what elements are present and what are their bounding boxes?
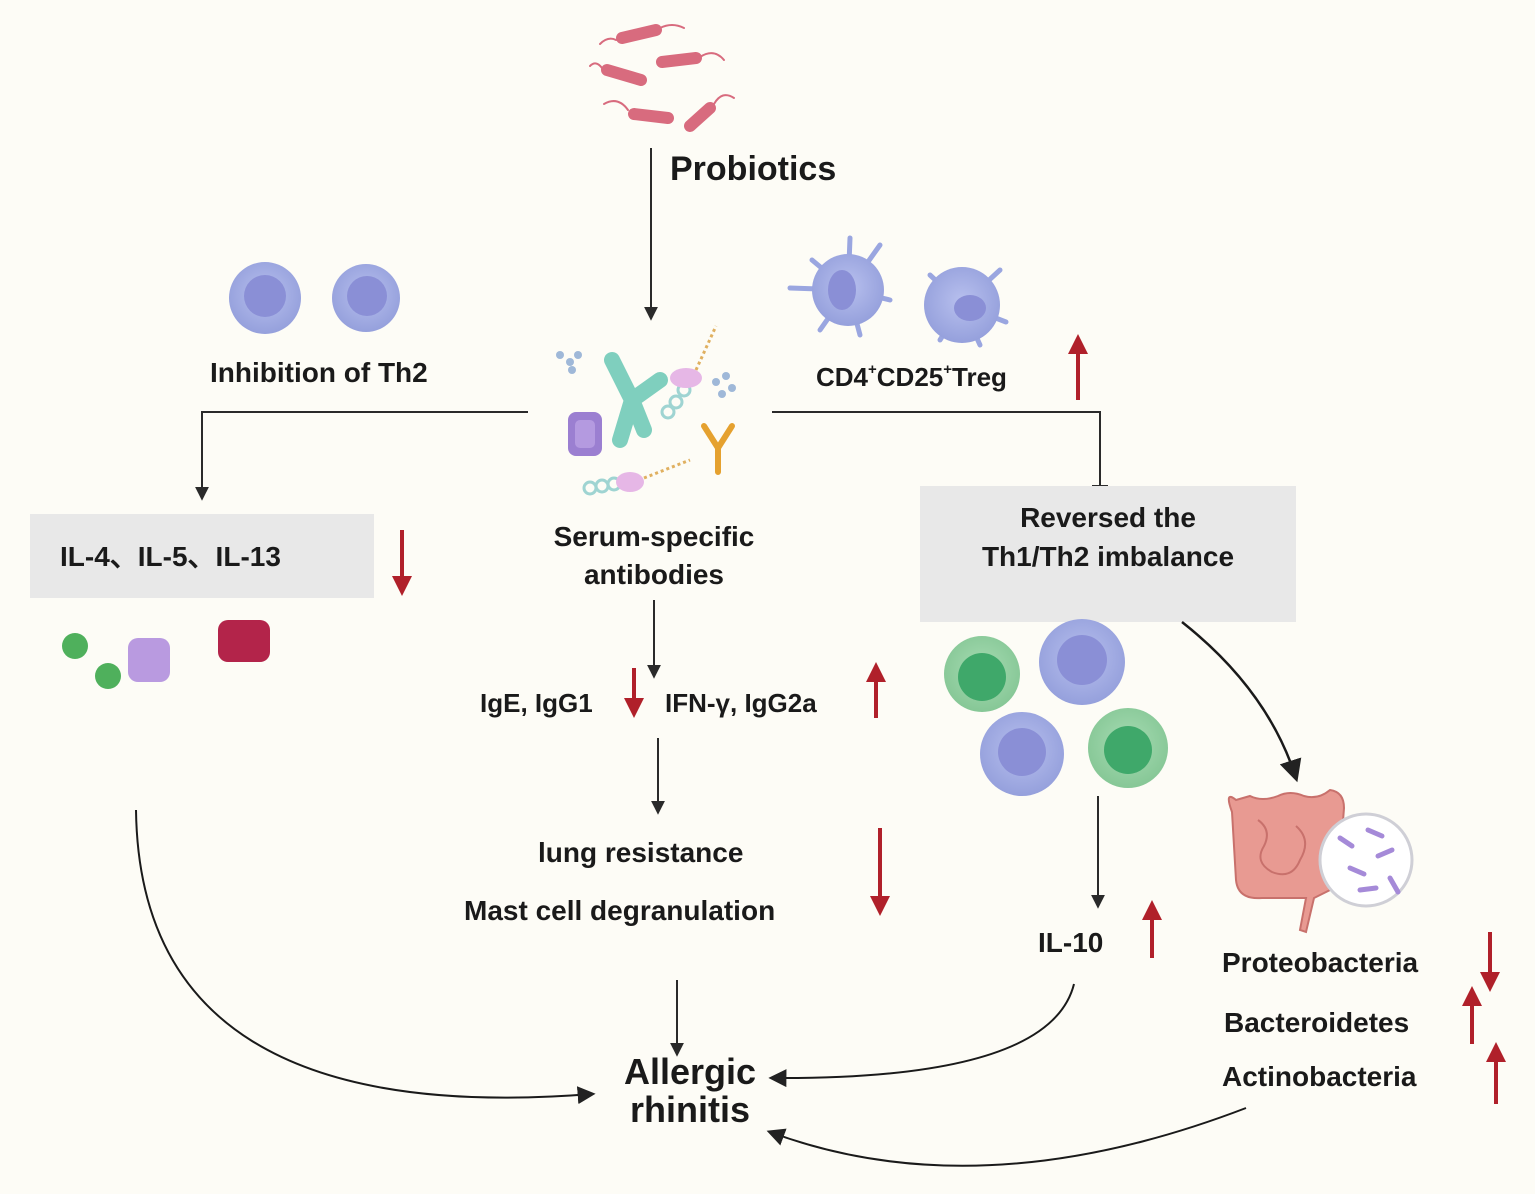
arrow-microbiota-to-rhinitis	[766, 1107, 1247, 1167]
arrow-th2-to-rhinitis	[135, 809, 596, 1105]
microbiota-magnifier-icon	[1318, 812, 1414, 908]
imbalance-line2: Th1/Th2 imbalance	[982, 541, 1234, 572]
microbiota-proteobacteria: Proteobacteria	[1222, 947, 1418, 978]
th1-th2-cells-icon	[944, 619, 1168, 796]
inhibit-to-imbalance	[772, 411, 1101, 486]
imbalance-line1: Reversed the	[1020, 502, 1196, 533]
antibodies-label-line2: antibodies	[584, 559, 724, 590]
imbalance-box	[920, 486, 1296, 622]
mast-cell-label: Mast cell degranulation	[464, 895, 775, 926]
microbiota-actinobacteria: Actinobacteria	[1222, 1061, 1417, 1092]
probiotics-bacteria-icon	[589, 24, 735, 132]
antibody-molecules-icon	[556, 325, 736, 496]
antibodies-label-line1: Serum-specific	[554, 521, 755, 552]
arrow-imbalance-to-gut	[1181, 621, 1302, 783]
lung-resistance-label: lung resistance	[538, 837, 743, 868]
down-markers-label: IgE, IgG1	[480, 688, 593, 718]
intestine-icon	[1227, 788, 1346, 934]
arrow-to-th2-branch	[195, 411, 528, 501]
cytokine-label: IL-4、IL-5、IL-13	[60, 541, 281, 572]
up-markers-label: IFN-γ, IgG2a	[665, 688, 817, 718]
arrow-il10-to-rhinitis	[768, 983, 1075, 1088]
cytokine-box	[30, 514, 374, 598]
outcome-line1: Allergic	[624, 1051, 756, 1092]
treg-cell-icon	[787, 235, 1009, 348]
microbiota-bacteroidetes: Bacteroidetes	[1224, 1007, 1409, 1038]
probiotics-title: Probiotics	[670, 150, 836, 188]
th2-cell-icon	[229, 262, 400, 334]
th2-inhibition-label: Inhibition of Th2	[210, 357, 428, 388]
outcome-line2: rhinitis	[630, 1089, 750, 1130]
il10-label: IL-10	[1038, 927, 1103, 958]
cytokine-particles-icon	[62, 620, 270, 689]
treg-label: CD4+CD25+Treg	[816, 361, 1007, 392]
